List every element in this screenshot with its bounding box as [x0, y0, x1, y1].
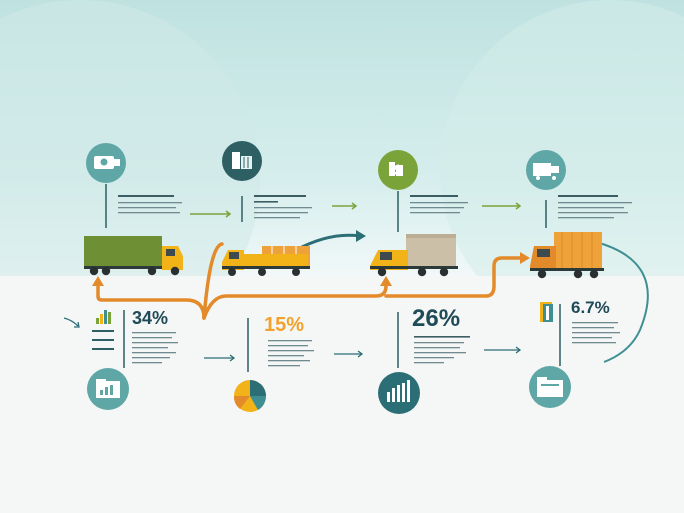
flow-arrows-top [190, 202, 522, 218]
truck-1 [84, 236, 183, 276]
pie-chart-icon [233, 380, 267, 412]
truck-3 [370, 234, 458, 277]
bottom-icon-1 [87, 368, 129, 410]
cargo-box-icon [232, 152, 252, 169]
orange-flow-path [96, 242, 524, 320]
stat-section-3 [334, 312, 470, 368]
stage-icon-1 [86, 143, 126, 183]
orange-arrowheads [92, 252, 530, 286]
bottom-icon-4 [529, 366, 571, 408]
stat-value-3: 26% [412, 305, 461, 332]
bar-chart-icon [387, 380, 410, 402]
background-circle-left [0, 0, 260, 360]
text-block-stage-1 [118, 195, 182, 214]
stat-section-2 [204, 318, 314, 372]
bottom-icon-2 [233, 380, 267, 412]
truck-2 [222, 246, 310, 276]
text-block-stage-3 [410, 195, 468, 214]
camera-icon [94, 156, 120, 169]
stage-icon-4 [526, 150, 566, 190]
dollar-icon: $ [389, 162, 403, 179]
stage-icon-3: $ [378, 150, 418, 190]
svg-text:$: $ [394, 162, 403, 179]
text-block-stage-2 [254, 195, 312, 219]
stat-value-1: 34% [132, 308, 169, 328]
folder-icon [537, 377, 563, 397]
stat-section-1 [63, 310, 178, 368]
teal-arrowhead [356, 230, 366, 242]
stage-icon-2 [222, 141, 262, 181]
stat-value-4: 6.7% [571, 298, 610, 317]
bottom-icon-3 [378, 372, 420, 414]
text-block-stage-4 [558, 195, 632, 219]
right-curve [595, 241, 649, 363]
mini-bar-chart-icon [96, 310, 111, 324]
folder-chart-icon [96, 379, 120, 398]
stat-value-2: 15% [264, 314, 305, 336]
truck-4 [530, 232, 604, 279]
truck-icon [533, 163, 559, 180]
document-icon [540, 302, 553, 322]
stat-section-4 [484, 302, 620, 366]
